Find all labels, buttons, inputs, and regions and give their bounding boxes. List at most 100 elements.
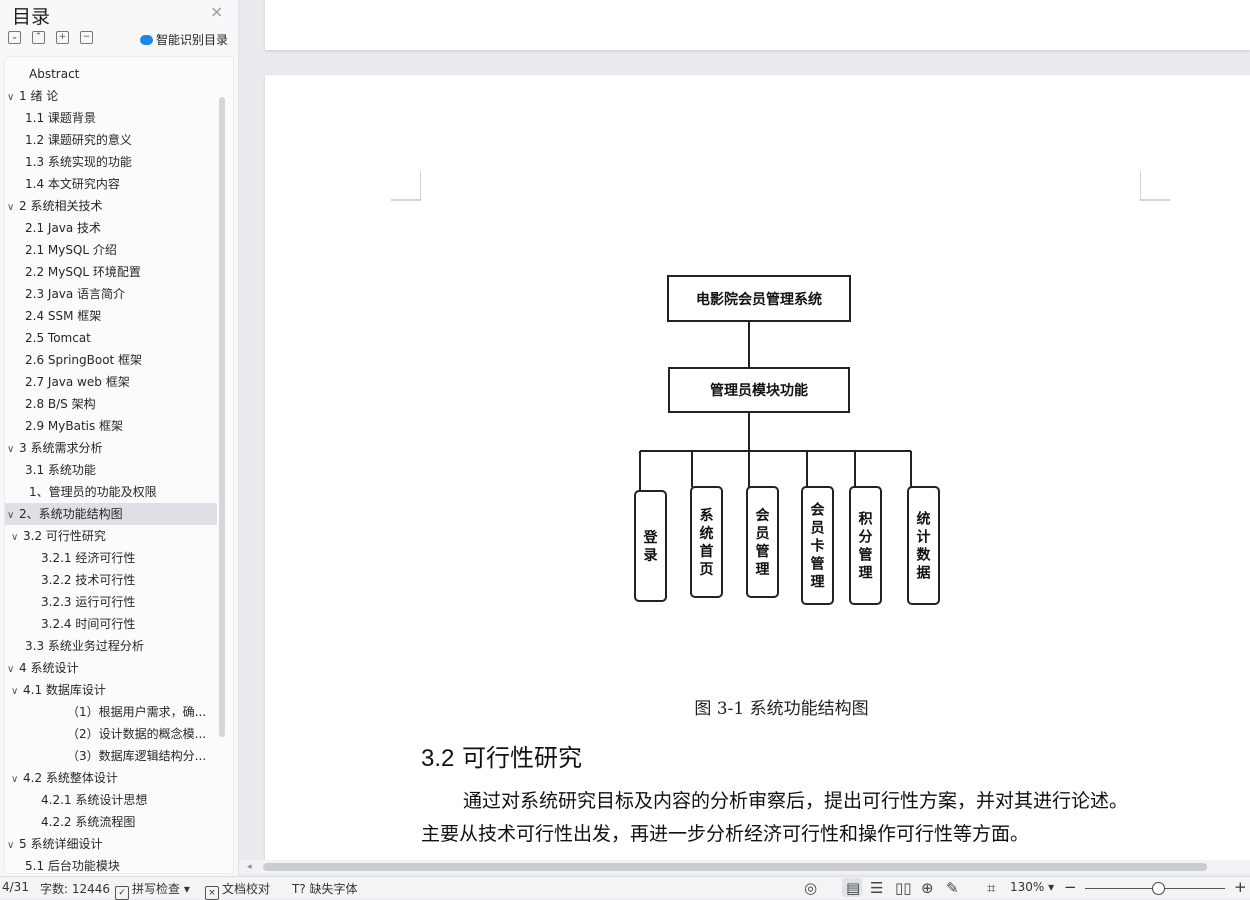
toc-item[interactable]: 1、管理员的功能及权限 — [5, 481, 233, 503]
chevron-down-icon[interactable]: ∨ — [11, 774, 19, 785]
pen-icon[interactable]: ✎ — [946, 879, 959, 897]
toc-item[interactable]: 2.4 SSM 框架 — [5, 305, 233, 327]
proofread-button[interactable]: ×文档校对 — [205, 880, 270, 900]
toc-item[interactable]: 1.1 课题背景 — [5, 107, 233, 129]
toc-item-label: 3 系统需求分析 — [19, 441, 103, 455]
chevron-down-icon[interactable]: ∨ — [7, 840, 15, 851]
document-area: 电影院会员管理系统 管理员模块功能 登录系统首页会员管理会员卡管理积分管理统计数… — [239, 0, 1250, 876]
toc-scrollbar[interactable] — [219, 97, 225, 737]
page-view-highlight — [842, 878, 862, 897]
missing-font-button[interactable]: T? 缺失字体 — [292, 882, 358, 896]
toc-item[interactable]: 2.6 SpringBoot 框架 — [5, 349, 233, 371]
toc-item[interactable]: 2.5 Tomcat — [5, 327, 233, 349]
collapse-all-icon[interactable]: − — [80, 31, 93, 44]
web-view-icon[interactable]: ⊕ — [921, 879, 934, 897]
chevron-down-icon[interactable]: ∨ — [7, 510, 15, 521]
smart-toc-label: 智能识别目录 — [156, 33, 229, 47]
toc-item[interactable]: 2.1 Java 技术 — [5, 217, 233, 239]
diagram-leaf-box — [907, 486, 940, 605]
toc-item[interactable]: 1.3 系统实现的功能 — [5, 151, 233, 173]
toc-item[interactable]: （3）数据库逻辑结构分... — [5, 745, 233, 767]
toc-item[interactable]: 2.3 Java 语言简介 — [5, 283, 233, 305]
crop-mark-right — [1140, 171, 1170, 201]
toc-item-label: Abstract — [29, 67, 80, 81]
collapse-down-icon[interactable]: ⌄ — [8, 31, 21, 44]
toc-item[interactable]: 3.3 系统业务过程分析 — [5, 635, 233, 657]
close-icon[interactable]: × — [210, 2, 224, 21]
collapse-up-icon[interactable]: ⌃ — [32, 31, 45, 44]
zoom-in-button[interactable]: + — [1234, 878, 1247, 896]
page-indicator[interactable]: 4/31 — [2, 880, 29, 894]
toc-item[interactable]: Abstract — [5, 63, 233, 85]
scroll-thumb[interactable] — [263, 863, 1207, 871]
toc-item[interactable]: 1.4 本文研究内容 — [5, 173, 233, 195]
toc-item[interactable]: 1.2 课题研究的意义 — [5, 129, 233, 151]
toc-item-label: 2.8 B/S 架构 — [25, 397, 96, 411]
toc-item[interactable]: 5.1 后台功能模块 — [5, 855, 233, 873]
toc-item[interactable]: 3.2.3 运行可行性 — [5, 591, 233, 613]
toc-item[interactable]: 2.7 Java web 框架 — [5, 371, 233, 393]
toc-item-label: 1、管理员的功能及权限 — [29, 485, 157, 499]
toc-item[interactable]: 2.9 MyBatis 框架 — [5, 415, 233, 437]
toc-item[interactable]: 3.2.1 经济可行性 — [5, 547, 233, 569]
toc-item[interactable]: ∨4 系统设计 — [5, 657, 217, 679]
heading-number: 3.2 — [421, 745, 455, 772]
zoom-level[interactable]: 130% ▾ — [1010, 880, 1055, 894]
chevron-down-icon[interactable]: ∨ — [7, 92, 15, 103]
outline-view-icon[interactable]: ☰ — [870, 879, 884, 897]
toc-item[interactable]: 2.8 B/S 架构 — [5, 393, 233, 415]
toc-item[interactable]: 4.2.2 系统流程图 — [5, 811, 233, 833]
eye-icon[interactable]: ◎ — [804, 879, 818, 897]
status-bar: 4/31 字数: 12446 ✓拼写检查 ▾ ×文档校对 T? 缺失字体 ◎ ▤… — [0, 876, 1250, 900]
toc-item[interactable]: ∨5 系统详细设计 — [5, 833, 217, 855]
fit-page-icon[interactable]: ⌗ — [987, 879, 996, 897]
diagram-leaf-box — [849, 486, 882, 605]
toc-item[interactable]: 2.2 MySQL 环境配置 — [5, 261, 233, 283]
chevron-down-icon[interactable]: ∨ — [7, 202, 15, 213]
toc-item[interactable]: 2.1 MySQL 介绍 — [5, 239, 233, 261]
toc-item[interactable]: 3.2.4 时间可行性 — [5, 613, 233, 635]
toc-item-label: 2.1 MySQL 介绍 — [25, 243, 117, 257]
toc-item[interactable]: 3.1 系统功能 — [5, 459, 233, 481]
toc-item-label: （1）根据用户需求，确... — [67, 705, 207, 719]
toc-item[interactable]: ∨2、系统功能结构图 — [5, 503, 217, 525]
toc-title: 目录 — [12, 6, 51, 28]
page-view-icon[interactable]: ▤ — [846, 879, 861, 897]
toc-item-label: 2.4 SSM 框架 — [25, 309, 102, 323]
toc-item[interactable]: （2）设计数据的概念模... — [5, 723, 233, 745]
chevron-down-icon[interactable]: ∨ — [11, 686, 19, 697]
toc-item[interactable]: ∨ 3 系统需求分析 — [5, 437, 217, 459]
chevron-down-icon[interactable]: ∨ — [7, 664, 15, 675]
chevron-down-icon[interactable]: ∨ — [11, 532, 19, 543]
toc-item[interactable]: ∨ 2 系统相关技术 — [5, 195, 217, 217]
diagram-root: 电影院会员管理系统 — [696, 291, 822, 308]
toc-item[interactable]: （1）根据用户需求，确... — [5, 701, 233, 723]
diagram-leaf-label: 登录 — [643, 529, 659, 564]
toc-item[interactable]: ∨4.1 数据库设计 — [5, 679, 217, 701]
toc-item-label: 2.6 SpringBoot 框架 — [25, 353, 143, 367]
diagram-leaf-label: 统计数据 — [917, 511, 932, 582]
toc-item[interactable]: ∨1 绪 论 — [5, 85, 217, 107]
toc-item[interactable]: 4.2.1 系统设计思想 — [5, 789, 233, 811]
figure-caption: 图 3-1 系统功能结构图 — [694, 699, 869, 719]
smart-toc-button[interactable]: 智能识别目录 — [140, 31, 228, 48]
reading-view-icon[interactable]: ▯▯ — [895, 879, 912, 897]
toc-item-label: 2.1 Java 技术 — [25, 221, 102, 235]
zoom-out-button[interactable]: − — [1064, 878, 1077, 896]
structure-diagram: 电影院会员管理系统 管理员模块功能 登录系统首页会员管理会员卡管理积分管理统计数… — [634, 275, 940, 605]
spell-check-button[interactable]: ✓拼写检查 ▾ — [115, 880, 190, 900]
toc-item-label: 2.9 MyBatis 框架 — [25, 419, 124, 433]
chevron-down-icon[interactable]: ∨ — [7, 444, 15, 455]
toc-item-label: 1.4 本文研究内容 — [25, 177, 120, 191]
toc-item-label: 2 系统相关技术 — [19, 199, 103, 213]
toc-item[interactable]: ∨4.2 系统整体设计 — [5, 767, 217, 789]
toc-item-label: 3.2.1 经济可行性 — [41, 551, 136, 565]
word-count[interactable]: 字数: 12446 — [40, 882, 111, 896]
toc-item[interactable]: ∨3.2 可行性研究 — [5, 525, 217, 547]
horizontal-scrollbar[interactable]: ◂ — [239, 860, 1250, 874]
zoom-slider-handle[interactable] — [1152, 882, 1165, 895]
toc-item[interactable]: 3.2.2 技术可行性 — [5, 569, 233, 591]
expand-all-icon[interactable]: + — [56, 31, 69, 44]
scroll-left-icon[interactable]: ◂ — [247, 862, 252, 872]
